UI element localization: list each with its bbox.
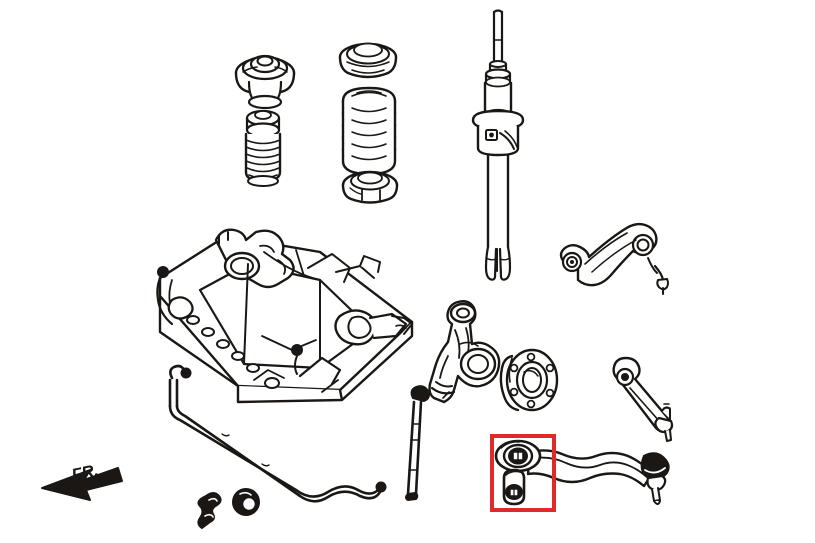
part-sway-bar-bushing (232, 488, 260, 516)
part-lower-control-arm (494, 439, 670, 505)
part-sway-bar-bracket (197, 492, 222, 529)
part-steering-knuckle (428, 300, 501, 404)
part-strut-top-mount (234, 54, 296, 110)
part-control-arm-bushing (502, 468, 526, 506)
part-sway-bar-end-link (405, 385, 430, 501)
part-upper-spring-isolator (338, 42, 398, 79)
part-wheel-hub (499, 348, 559, 412)
part-bump-stop (244, 109, 282, 187)
part-sway-bar (168, 364, 387, 503)
part-lower-spring-seat (341, 170, 399, 204)
direction-arrow-icon (41, 467, 123, 501)
part-tension-rod (612, 356, 674, 442)
part-upper-control-arm (559, 222, 669, 295)
part-front-subframe (156, 228, 414, 404)
highlight-box (490, 434, 556, 512)
part-coil-spring (341, 86, 397, 176)
part-strut-shock (471, 9, 525, 281)
